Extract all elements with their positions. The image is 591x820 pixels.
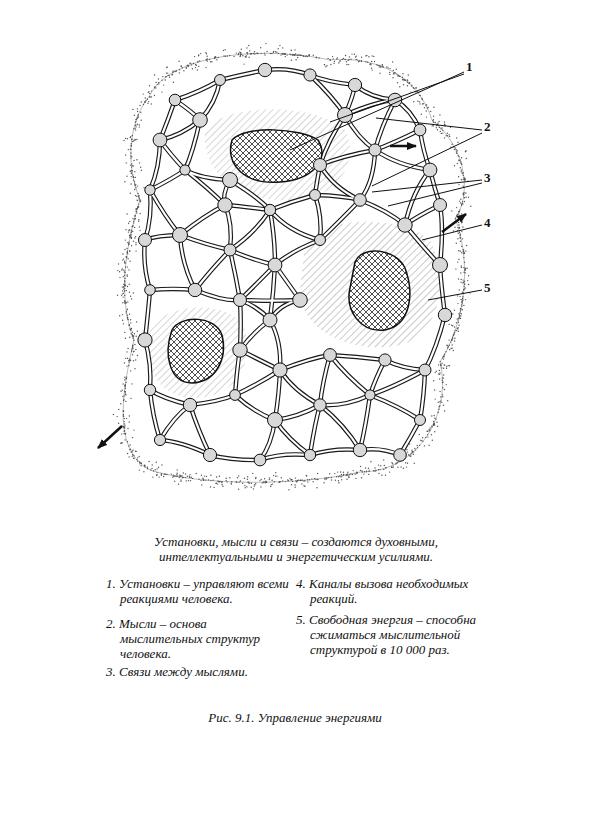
legend-item: 4. Каналы вызова необходимых реакций.: [296, 576, 510, 606]
callout-number: 3: [484, 170, 491, 185]
legend-item: 2. Мысли – основа мыслительных структур …: [106, 616, 290, 661]
callout-number: 2: [484, 119, 491, 134]
legend-item: 1. Установки – управляют всеми реакциями…: [106, 576, 300, 606]
intro-note: Установки, мысли и связи – создаются дух…: [110, 534, 482, 564]
callout-number: 4: [484, 215, 491, 230]
legend-item: 5. Свободная энергия – способна сжиматьс…: [296, 612, 490, 657]
legend-item: 3. Связи между мыслями.: [106, 664, 300, 679]
callout-number: 5: [484, 280, 491, 295]
figure-caption: Рис. 9.1. Управление энергиями: [95, 710, 495, 725]
callout-number: 1: [466, 59, 473, 74]
